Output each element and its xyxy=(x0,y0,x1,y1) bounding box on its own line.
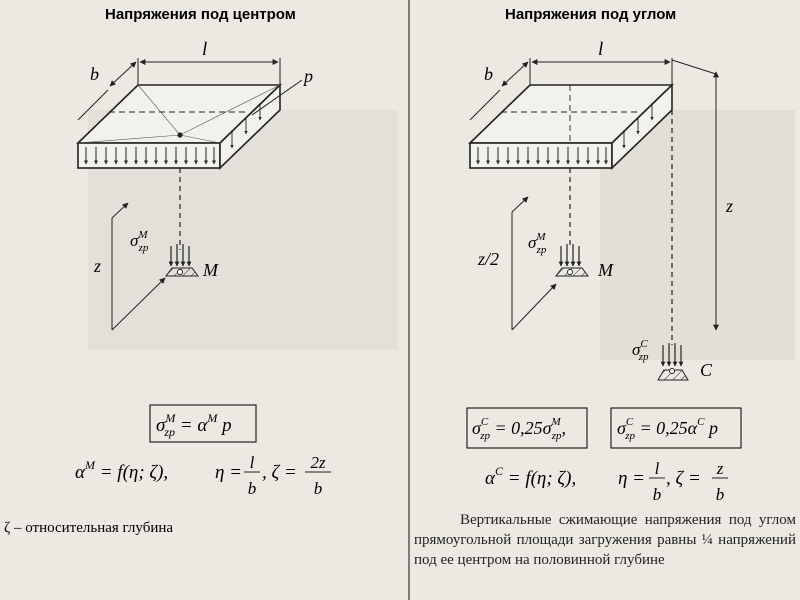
left-dim-b: b xyxy=(90,64,99,84)
right-depth-z: z xyxy=(725,196,733,216)
bleed-through-right xyxy=(600,110,795,360)
right-boxed-formula-2-frame xyxy=(610,407,742,449)
left-zeta-label: , ζ = xyxy=(262,462,297,483)
right-zeta-den: b xyxy=(716,485,725,504)
right-zeta-label: , ζ = xyxy=(666,468,701,489)
right-plate xyxy=(468,83,674,170)
left-note: ζ – относительная глубина xyxy=(4,520,173,536)
left-zeta-num: 2z xyxy=(310,453,326,472)
right-dim-b: b xyxy=(484,64,493,84)
right-element-c xyxy=(657,369,689,381)
right-stress-arrows-c xyxy=(660,343,684,367)
left-depth-z: z xyxy=(93,256,101,276)
right-title: Напряжения под углом xyxy=(505,6,676,23)
right-eta-label: η = xyxy=(618,468,645,489)
left-load-p: p xyxy=(302,66,313,86)
right-half-depth: z/2 xyxy=(477,249,499,269)
left-dim-l: l xyxy=(202,39,207,60)
left-zeta-den: b xyxy=(314,479,323,498)
right-boxed-formula-1-frame xyxy=(466,407,588,449)
left-eta-num: l xyxy=(250,453,255,472)
left-point-m: M xyxy=(202,260,219,280)
left-stress-arrows xyxy=(168,244,192,267)
left-title: Напряжения под центром xyxy=(105,6,296,23)
right-eta-num: l xyxy=(655,459,660,478)
right-point-m: M xyxy=(597,260,614,280)
right-alpha-def: αC = f(η; ζ), xyxy=(485,464,576,489)
right-paragraph: Вертикальные сжимающие напряжения под уг… xyxy=(414,512,796,568)
right-eta-den: b xyxy=(653,485,662,504)
left-alpha-def: αM = f(η; ζ), xyxy=(75,458,168,483)
right-stress-arrows-m xyxy=(558,244,582,267)
right-dim-l: l xyxy=(598,39,603,60)
right-point-c: C xyxy=(700,360,713,380)
left-boxed-formula-frame xyxy=(149,404,257,443)
left-eta-den: b xyxy=(248,479,257,498)
right-zeta-num: z xyxy=(716,459,724,478)
left-eta-label: η = xyxy=(215,462,242,483)
